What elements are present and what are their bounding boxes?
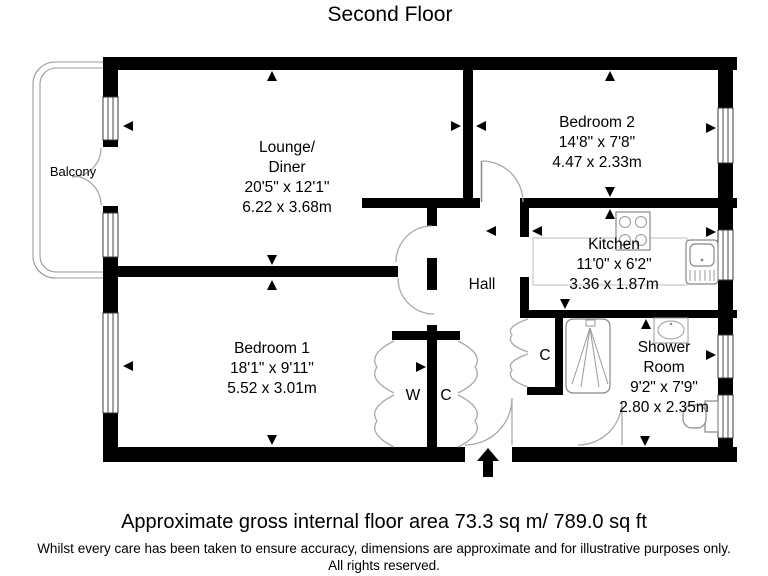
dimension-arrows — [123, 71, 716, 446]
lounge-dims-ft: 20'5" x 12'1" — [244, 179, 329, 196]
dimension-arrow — [706, 350, 716, 360]
hob-icon — [615, 211, 651, 251]
dimension-arrow — [416, 362, 426, 372]
door-arc-front-entrance-icon — [464, 397, 513, 446]
shower-room-dims-ft: 9'2" x 7'9" — [630, 379, 698, 396]
entrance-arrow-icon — [477, 448, 499, 477]
door-arc-bedroom2-icon — [480, 160, 524, 203]
dimension-arrow — [267, 255, 277, 265]
dimension-arrow — [605, 71, 615, 81]
dimension-arrow — [640, 436, 650, 446]
rights-text: All rights reserved. — [328, 558, 440, 573]
doors — [374, 160, 623, 448]
shower-room-dims-m: 2.80 x 2.35m — [619, 399, 709, 416]
windows — [102, 96, 734, 439]
closet-label-2: C — [539, 347, 550, 364]
dimension-arrow — [267, 280, 277, 290]
door-arc-bedroom1-icon — [397, 277, 435, 315]
balcony-door-icon — [71, 147, 102, 206]
footer: Approximate gross internal floor area 73… — [37, 511, 731, 573]
sink-icon — [685, 239, 719, 285]
bifold-door-hall-closet-icon — [509, 318, 529, 388]
window-icon — [102, 212, 119, 258]
dimension-arrow — [641, 319, 651, 329]
dimension-arrow — [605, 187, 615, 197]
kitchen-label: Kitchen — [588, 236, 640, 253]
window-icon — [717, 334, 734, 379]
bedroom1-label: Bedroom 1 — [234, 340, 310, 357]
bifold-door-closet-icon — [457, 340, 478, 448]
bedroom1-dims-m: 5.52 x 3.01m — [227, 380, 317, 397]
bedroom1-dims-ft: 18'1" x 9'11" — [230, 360, 314, 377]
room-labels: Lounge/ Diner 20'5" x 12'1" 6.22 x 3.68m… — [50, 114, 709, 416]
disclaimer-text: Whilst every care has been taken to ensu… — [37, 541, 731, 556]
door-arc-shower-room-icon — [577, 400, 623, 446]
lounge-label-2: Diner — [268, 159, 305, 176]
shower-icon — [565, 318, 611, 394]
hall-label: Hall — [469, 276, 496, 293]
kitchen-dims-ft: 11'0" x 6'2" — [576, 256, 651, 273]
bedroom2-dims-ft: 14'8" x 7'8" — [559, 134, 635, 151]
bedroom2-label: Bedroom 2 — [559, 114, 635, 131]
window-icon — [102, 312, 119, 414]
floor-area-text: Approximate gross internal floor area 73… — [121, 511, 647, 533]
dimension-arrow — [123, 121, 133, 131]
internal-walls — [103, 70, 737, 447]
basin-icon — [653, 317, 689, 344]
bifold-door-wardrobe-icon — [374, 340, 395, 448]
window-icon — [102, 96, 119, 141]
dimension-arrow — [532, 226, 542, 236]
outer-walls — [103, 57, 737, 462]
page-title: Second Floor — [328, 3, 453, 26]
shower-room-label-2: Room — [643, 359, 684, 376]
lounge-label: Lounge/ — [259, 139, 316, 156]
dimension-arrow — [123, 361, 133, 371]
dimension-arrow — [560, 299, 570, 309]
dimension-arrow — [486, 226, 496, 236]
dimension-arrow — [605, 209, 615, 219]
dimension-arrow — [476, 121, 486, 131]
window-icon — [717, 229, 734, 281]
lounge-dims-m: 6.22 x 3.68m — [242, 199, 332, 216]
bedroom2-dims-m: 4.47 x 2.33m — [552, 154, 642, 171]
balcony-outline — [32, 61, 103, 279]
kitchen-dims-m: 3.36 x 1.87m — [569, 276, 659, 293]
kitchen-fixtures — [532, 211, 719, 286]
wardrobe-label: W — [406, 387, 421, 404]
door-arc-lounge-icon — [395, 225, 433, 263]
shower-room-label: Shower — [638, 339, 691, 356]
dimension-arrow — [267, 71, 277, 81]
shower-room-fixtures — [565, 317, 719, 433]
window-icon — [717, 107, 734, 164]
dimension-arrow — [706, 227, 716, 237]
closet-label: C — [440, 387, 451, 404]
dimension-arrow — [267, 435, 277, 445]
dimension-arrow — [706, 123, 716, 133]
balcony-label: Balcony — [50, 164, 97, 179]
window-icon — [717, 394, 734, 439]
toilet-icon — [682, 400, 719, 433]
dimension-arrow — [451, 121, 461, 131]
